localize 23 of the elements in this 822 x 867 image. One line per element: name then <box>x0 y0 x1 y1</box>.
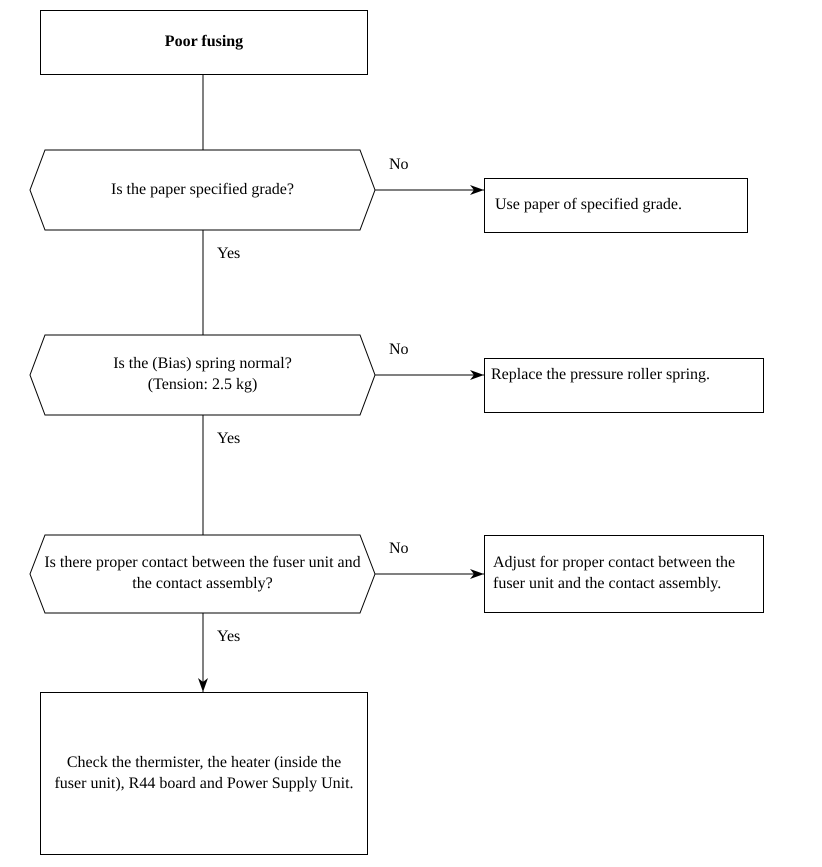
arrow <box>374 370 484 380</box>
connector-line <box>202 414 204 536</box>
decision-hexagon <box>30 150 375 230</box>
action-text: Check the thermister, the heater (inside the fuser unit), R44 board and Power Supply Unit. <box>53 752 355 794</box>
arrow <box>374 185 484 195</box>
decision-hexagon <box>30 535 375 613</box>
process-box <box>484 358 764 413</box>
arrow <box>374 569 484 579</box>
process-box <box>484 178 748 233</box>
question-text: Is the (Bias) spring normal? (Tension: 2.5 kg) <box>112 354 293 395</box>
arrow <box>198 612 208 692</box>
connector-line <box>202 74 204 150</box>
decision-hexagon <box>30 335 375 415</box>
process-box <box>484 535 764 613</box>
action-text: Use paper of specified grade. <box>495 195 682 216</box>
action-text: Replace the pressure roller spring. <box>491 365 710 385</box>
action-text: Adjust for proper contact between the fuser unit and the contact assembly. <box>493 553 736 594</box>
process-box <box>40 10 368 75</box>
question-text: Is there proper contact between the fuser unit and the contact assembly? <box>43 553 362 594</box>
title-text: Poor fusing <box>164 32 244 52</box>
process-box <box>40 692 368 855</box>
question-text: Is the paper specified grade? <box>110 180 294 200</box>
connector-line <box>202 230 204 336</box>
